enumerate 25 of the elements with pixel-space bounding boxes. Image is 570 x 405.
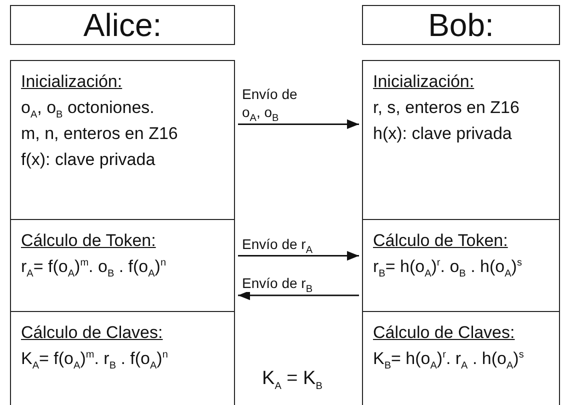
section-heading: Cálculo de Token:: [21, 230, 156, 252]
section-heading: Cálculo de Token:: [373, 230, 508, 252]
text-line: o$_{A}$, o$_{B}$ octoniones.: [21, 97, 154, 121]
text-line: m, n, enteros en Z16: [21, 123, 178, 145]
title-box: [362, 5, 560, 45]
text-line: r$_{B}$= h(o$_{A}$)$^{r}$. o$_{B}$ . h(o$_{A}$)$^{s}$: [373, 256, 522, 280]
section-heading: Inicialización:: [373, 71, 474, 93]
text-line: r, s, enteros en Z16: [373, 97, 520, 119]
text-line: K$_{A}$= f(o$_{A}$)$^{m}$. r$_{B}$ . f(o$_{A}$)$^{n}$: [21, 348, 168, 372]
title-text: Bob:: [428, 6, 494, 44]
text-line: K$_{B}$= h(o$_{A}$)$^{r}$. r$_{A}$ . h(o$_{A}$)$^{s}$: [373, 348, 524, 372]
title-text: Alice:: [83, 6, 162, 44]
arrow: [238, 251, 359, 261]
text-line: f(x): clave privada: [21, 149, 156, 171]
title-box: [10, 5, 235, 45]
arrow: [238, 290, 359, 300]
equation-text: K$_{A}$ = K$_{B}$: [262, 368, 322, 390]
section-heading: Cálculo de Claves:: [373, 322, 515, 344]
text-line: r$_{A}$= f(o$_{A}$)$^{m}$. o$_{B}$ . f(o$_{A}$)$^{n}$: [21, 256, 166, 280]
panel-box: [10, 60, 235, 405]
text-line: h(x): clave privada: [373, 123, 512, 145]
panel-box: [362, 60, 560, 405]
section-heading: Cálculo de Claves:: [21, 322, 163, 344]
arrow: [238, 119, 359, 129]
section-heading: Inicialización:: [21, 71, 122, 93]
